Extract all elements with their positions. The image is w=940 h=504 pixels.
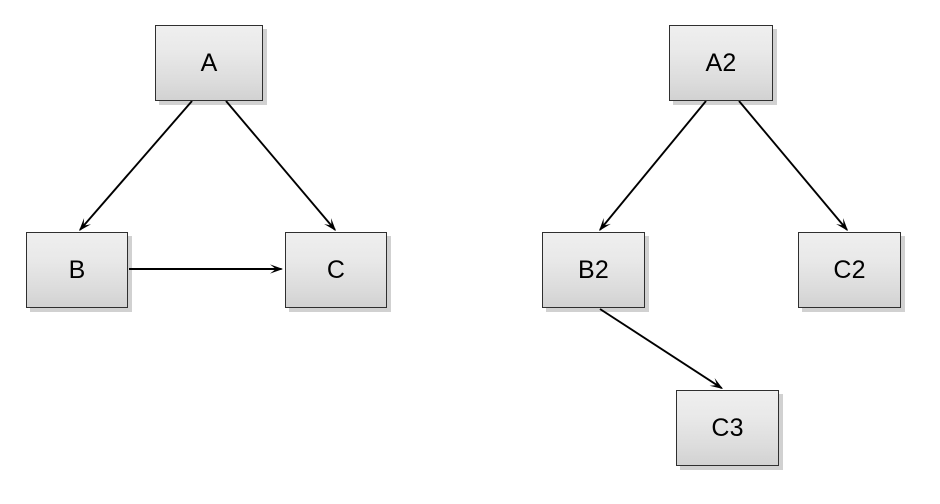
edge-a-to-b bbox=[79, 100, 193, 231]
node-b2[interactable]: B2 bbox=[542, 232, 645, 308]
node-label: B2 bbox=[578, 255, 609, 284]
node-label: C3 bbox=[711, 413, 744, 442]
arrowhead-icon bbox=[324, 218, 336, 231]
edge-line bbox=[599, 100, 707, 231]
edge-b-to-c bbox=[129, 264, 283, 274]
edge-a2-to-b2 bbox=[599, 100, 707, 231]
arrowhead-icon bbox=[270, 264, 283, 274]
edge-a2-to-c2 bbox=[738, 100, 848, 231]
edge-line bbox=[225, 100, 336, 231]
node-label: A bbox=[200, 48, 218, 77]
node-label: C2 bbox=[833, 255, 866, 284]
node-c[interactable]: C bbox=[285, 232, 387, 308]
edge-line bbox=[599, 308, 723, 389]
node-a2[interactable]: A2 bbox=[669, 25, 773, 101]
node-c3[interactable]: C3 bbox=[676, 390, 779, 466]
node-a[interactable]: A bbox=[155, 25, 263, 101]
node-c2[interactable]: C2 bbox=[798, 232, 901, 308]
edge-line bbox=[79, 100, 193, 231]
edge-line bbox=[738, 100, 848, 231]
arrowhead-icon bbox=[79, 218, 92, 231]
arrowhead-icon bbox=[709, 378, 723, 389]
node-label: B bbox=[68, 255, 86, 284]
edge-a-to-c bbox=[225, 100, 336, 231]
node-label: C bbox=[326, 255, 346, 284]
arrowhead-icon bbox=[599, 218, 611, 231]
node-label: A2 bbox=[705, 48, 737, 77]
arrowhead-icon bbox=[836, 218, 848, 231]
edge-b2-to-c3 bbox=[599, 308, 723, 389]
node-b[interactable]: B bbox=[26, 232, 128, 308]
